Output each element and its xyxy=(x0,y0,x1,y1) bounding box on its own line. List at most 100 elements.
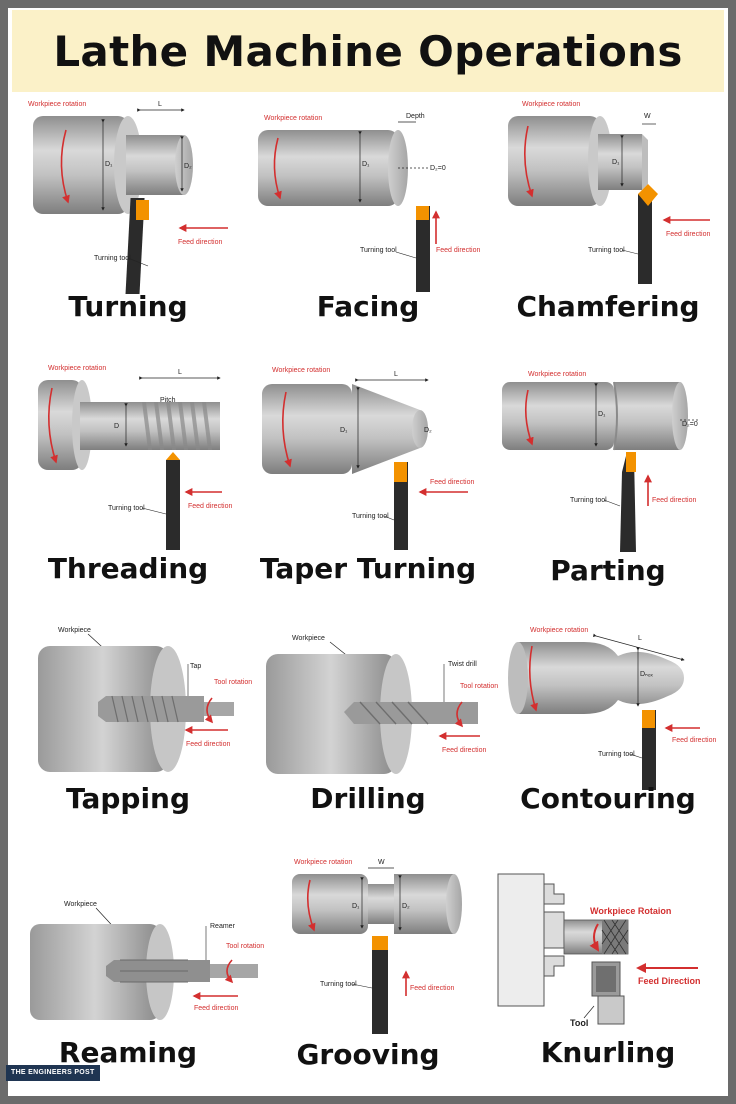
svg-text:L: L xyxy=(394,371,398,378)
svg-text:Turning tool: Turning tool xyxy=(108,505,145,512)
svg-text:L: L xyxy=(638,635,642,642)
svg-text:Depth: Depth xyxy=(406,113,425,120)
svg-text:Twist drill: Twist drill xyxy=(448,661,477,668)
svg-text:D₂: D₂ xyxy=(402,903,410,910)
svg-text:D₂: D₂ xyxy=(184,163,192,170)
operation-grooving: Workpiece rotation D₁ D₂ W Feed directio… xyxy=(248,850,488,1080)
svg-text:Pitch: Pitch xyxy=(160,397,176,404)
svg-text:Turning tool: Turning tool xyxy=(352,513,389,520)
reaming-diagram: Workpiece Reamer Tool rotation Feed dire… xyxy=(30,901,264,1020)
operation-drilling: Workpiece Twist drill Tool rotation Feed… xyxy=(248,616,498,846)
rotation-arrow-icon xyxy=(60,129,70,204)
tapping-diagram: Workpiece Tap Tool rotation Feed directi… xyxy=(38,627,252,772)
operation-knurling: Workpiece Rotaion Feed Direction Tool Kn… xyxy=(488,850,728,1080)
operation-name: Chamfering xyxy=(516,290,700,323)
operation-name: Grooving xyxy=(296,1038,440,1071)
operation-name: Taper Turning xyxy=(259,552,477,585)
svg-text:Feed direction: Feed direction xyxy=(186,741,230,748)
svg-text:Feed direction: Feed direction xyxy=(188,503,232,510)
svg-text:Turning tool: Turning tool xyxy=(570,497,607,504)
svg-text:Workpiece rotation: Workpiece rotation xyxy=(522,101,580,108)
grooving-diagram: Workpiece rotation D₁ D₂ W Feed directio… xyxy=(292,859,462,1034)
svg-text:Feed direction: Feed direction xyxy=(178,239,222,246)
parting-diagram: Workpiece rotation D₁ D₂=0 Feed directio… xyxy=(502,371,700,552)
operation-threading: Workpiece rotation D L Pitch Feed direct… xyxy=(8,356,248,596)
workpiece-rotation-label: Workpiece rotation xyxy=(28,101,86,108)
svg-text:Tool rotation: Tool rotation xyxy=(214,679,252,686)
svg-text:L: L xyxy=(158,101,162,108)
svg-text:D₂: D₂ xyxy=(424,427,432,434)
svg-text:Tool: Tool xyxy=(570,1018,588,1028)
svg-text:Turning tool: Turning tool xyxy=(320,981,357,988)
svg-text:D₂=0: D₂=0 xyxy=(430,165,446,172)
svg-text:D₂=0: D₂=0 xyxy=(682,421,698,428)
operation-name: Contouring xyxy=(520,782,696,815)
threading-diagram: Workpiece rotation D L Pitch Feed direct… xyxy=(38,365,232,550)
svg-text:D₁: D₁ xyxy=(362,161,370,168)
svg-text:Feed direction: Feed direction xyxy=(436,247,480,254)
svg-text:D: D xyxy=(114,423,119,430)
svg-text:Tool rotation: Tool rotation xyxy=(226,943,264,950)
operation-tapping: Workpiece Tap Tool rotation Feed directi… xyxy=(8,616,252,846)
operation-name: Turning xyxy=(68,290,188,323)
svg-text:Turning tool: Turning tool xyxy=(94,255,131,262)
svg-text:D₁: D₁ xyxy=(105,161,113,168)
brand-badge: THE ENGINEERS POST xyxy=(6,1065,100,1081)
operation-name: Knurling xyxy=(540,1036,676,1069)
svg-text:Feed direction: Feed direction xyxy=(410,985,454,992)
operation-facing: Workpiece rotation D₁ D₂=0 Depth Feed di… xyxy=(248,94,488,334)
svg-text:Workpiece rotation: Workpiece rotation xyxy=(48,365,106,372)
svg-text:Feed direction: Feed direction xyxy=(194,1005,238,1012)
svg-text:D₁: D₁ xyxy=(612,159,620,166)
operation-turning: Workpiece rotation D₁ D₂ L Feed directio… xyxy=(8,94,248,334)
tool-tip xyxy=(136,200,149,220)
svg-text:Turning tool: Turning tool xyxy=(588,247,625,254)
svg-text:Feed Direction: Feed Direction xyxy=(638,976,701,986)
operation-name: Threading xyxy=(47,552,209,585)
svg-text:Turning tool: Turning tool xyxy=(598,751,635,758)
svg-text:Workpiece: Workpiece xyxy=(292,635,325,642)
svg-text:Turning tool: Turning tool xyxy=(360,247,397,254)
svg-text:Workpiece rotation: Workpiece rotation xyxy=(264,115,322,122)
svg-text:L: L xyxy=(178,369,182,376)
operation-name: Tapping xyxy=(65,782,191,815)
svg-text:Feed direction: Feed direction xyxy=(672,737,716,744)
svg-text:W: W xyxy=(644,113,651,120)
operation-reaming: Workpiece Reamer Tool rotation Feed dire… xyxy=(8,850,264,1080)
page-title: Lathe Machine Operations xyxy=(53,26,683,76)
operation-chamfering: Workpiece rotation D₁ W Feed direction T… xyxy=(488,94,728,334)
chamfering-diagram: Workpiece rotation D₁ W Feed direction T… xyxy=(508,101,710,284)
svg-text:W: W xyxy=(378,859,385,866)
svg-text:Workpiece: Workpiece xyxy=(58,627,91,634)
svg-text:Tool rotation: Tool rotation xyxy=(460,683,498,690)
svg-text:Tap: Tap xyxy=(190,663,201,670)
operation-name: Facing xyxy=(316,290,420,323)
svg-text:Workpiece rotation: Workpiece rotation xyxy=(272,367,330,374)
svg-text:Workpiece Rotaion: Workpiece Rotaion xyxy=(590,906,671,916)
title-banner: Lathe Machine Operations xyxy=(12,10,724,92)
svg-text:Dₙₒₓ: Dₙₒₓ xyxy=(640,671,653,678)
taper-turning-diagram: Workpiece rotation D₁ D₂ L Feed directio… xyxy=(262,367,474,550)
facing-diagram: Workpiece rotation D₁ D₂=0 Depth Feed di… xyxy=(258,113,480,292)
svg-text:Feed direction: Feed direction xyxy=(666,231,710,238)
svg-text:D₁: D₁ xyxy=(352,903,360,910)
svg-text:Feed direction: Feed direction xyxy=(430,479,474,486)
knurling-diagram: Workpiece Rotaion Feed Direction Tool xyxy=(497,873,701,1028)
svg-text:Workpiece rotation: Workpiece rotation xyxy=(530,627,588,634)
svg-text:Workpiece: Workpiece xyxy=(64,901,97,908)
operation-name: Parting xyxy=(550,554,666,587)
svg-text:Feed direction: Feed direction xyxy=(442,747,486,754)
svg-text:D₁: D₁ xyxy=(340,427,348,434)
operation-parting: Workpiece rotation D₁ D₂=0 Feed directio… xyxy=(488,356,728,596)
operation-name: Drilling xyxy=(310,782,426,815)
operation-name: Reaming xyxy=(58,1036,198,1069)
svg-text:Workpiece rotation: Workpiece rotation xyxy=(294,859,352,866)
operation-taper-turning: Workpiece rotation D₁ D₂ L Feed directio… xyxy=(248,356,488,596)
svg-text:Feed direction: Feed direction xyxy=(652,497,696,504)
operation-contouring: Workpiece rotation Dₙₒₓ L Feed direction… xyxy=(488,616,728,846)
svg-text:D₁: D₁ xyxy=(598,411,606,418)
contouring-diagram: Workpiece rotation Dₙₒₓ L Feed direction… xyxy=(508,627,716,790)
svg-text:Workpiece rotation: Workpiece rotation xyxy=(528,371,586,378)
drilling-diagram: Workpiece Twist drill Tool rotation Feed… xyxy=(266,635,498,774)
turning-diagram: Workpiece rotation D₁ D₂ L Feed directio… xyxy=(28,101,228,294)
